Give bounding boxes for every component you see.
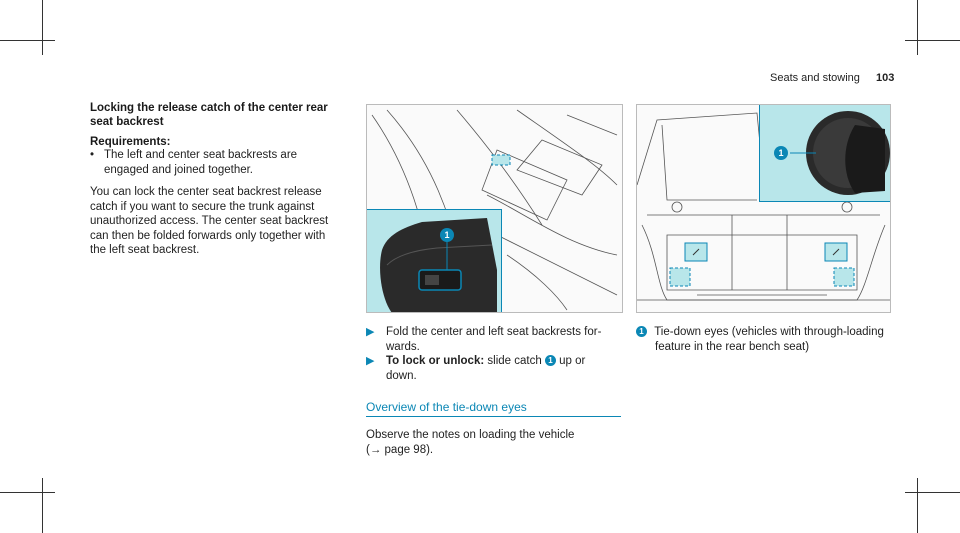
tie-down-detail-inset: 1 (759, 105, 890, 202)
instruction-arrow-icon: ▶ (366, 326, 375, 338)
crop-mark (0, 492, 55, 493)
observe-note: Observe the notes on loading the vehicle… (366, 428, 621, 457)
catch-detail-inset: 1 (367, 209, 502, 312)
observe-text: (→ page 98). (366, 443, 434, 456)
step-text: slide catch (484, 355, 545, 367)
catch-detail-drawing (380, 218, 497, 312)
crop-mark (917, 478, 918, 533)
heading-line: seat backrest (90, 116, 164, 128)
requirements-label: Requirements: (90, 136, 171, 148)
left-column: Locking the release catch of the center … (90, 101, 345, 258)
caption-text: feature in the rear bench seat) (655, 340, 810, 353)
trunk-tie-down-illustration: 1 (636, 104, 891, 313)
instruction-arrow-icon: ▶ (366, 355, 375, 367)
description-line: You can lock the center seat backrest re… (90, 186, 322, 198)
requirements-text: engaged and joined together. (104, 163, 253, 176)
description-line: unauthorized access. The center seat bac… (90, 215, 329, 227)
trunk-drawing (637, 112, 890, 301)
callout-badge-icon: 1 (544, 355, 556, 367)
header-section: Seats and stowing (770, 72, 860, 84)
tie-down-detail-drawing (790, 111, 890, 195)
callout-badge-icon: 1 (636, 326, 647, 338)
bullet-icon: • (90, 149, 95, 161)
requirements-text: The left and center seat backrests are (104, 149, 298, 161)
heading: Locking the release catch of the center … (90, 101, 345, 129)
crop-mark (905, 40, 960, 41)
step-text: wards. (386, 340, 420, 353)
description-line: catch if you want to secure the trunk ag… (90, 200, 315, 213)
crop-mark (0, 40, 55, 41)
crop-mark (42, 478, 43, 533)
description: You can lock the center seat backrest re… (90, 185, 345, 258)
section-title: Overview of the tie-down eyes (366, 400, 527, 414)
observe-text: Observe the notes on loading the vehicle (366, 429, 575, 441)
page-header: Seats and stowing 103 (770, 72, 894, 84)
description-line: can then be folded forwards only togethe… (90, 229, 326, 242)
callout-badge-icon: 1 (774, 146, 788, 160)
step-text: up or (555, 355, 586, 367)
step-text: down. (386, 369, 417, 382)
heading-line: Locking the release catch of the center … (90, 102, 328, 114)
description-line: the left seat backrest. (90, 244, 200, 256)
step-text: Fold the center and left seat backrests … (386, 326, 602, 338)
crop-mark (917, 0, 918, 55)
callout-badge-icon: 1 (440, 228, 454, 242)
step-fold: ▶ Fold the center and left seat backrests… (366, 325, 621, 354)
seat-interior-drawing (371, 109, 618, 311)
crop-mark (905, 492, 960, 493)
section-divider (366, 416, 621, 417)
seat-catch-illustration: 1 (366, 104, 623, 313)
step-bold: To lock or unlock: (386, 355, 485, 367)
caption-text: Tie-down eyes (vehicles with through-loa… (654, 326, 884, 338)
figure-caption: 1 Tie-down eyes (vehicles with through-l… (636, 325, 896, 354)
requirements-item: •The left and center seat backrests are … (90, 148, 345, 177)
page-number: 103 (876, 72, 895, 84)
step-lock: ▶To lock or unlock: slide catch 1 up or … (366, 354, 621, 383)
crop-mark (42, 0, 43, 55)
